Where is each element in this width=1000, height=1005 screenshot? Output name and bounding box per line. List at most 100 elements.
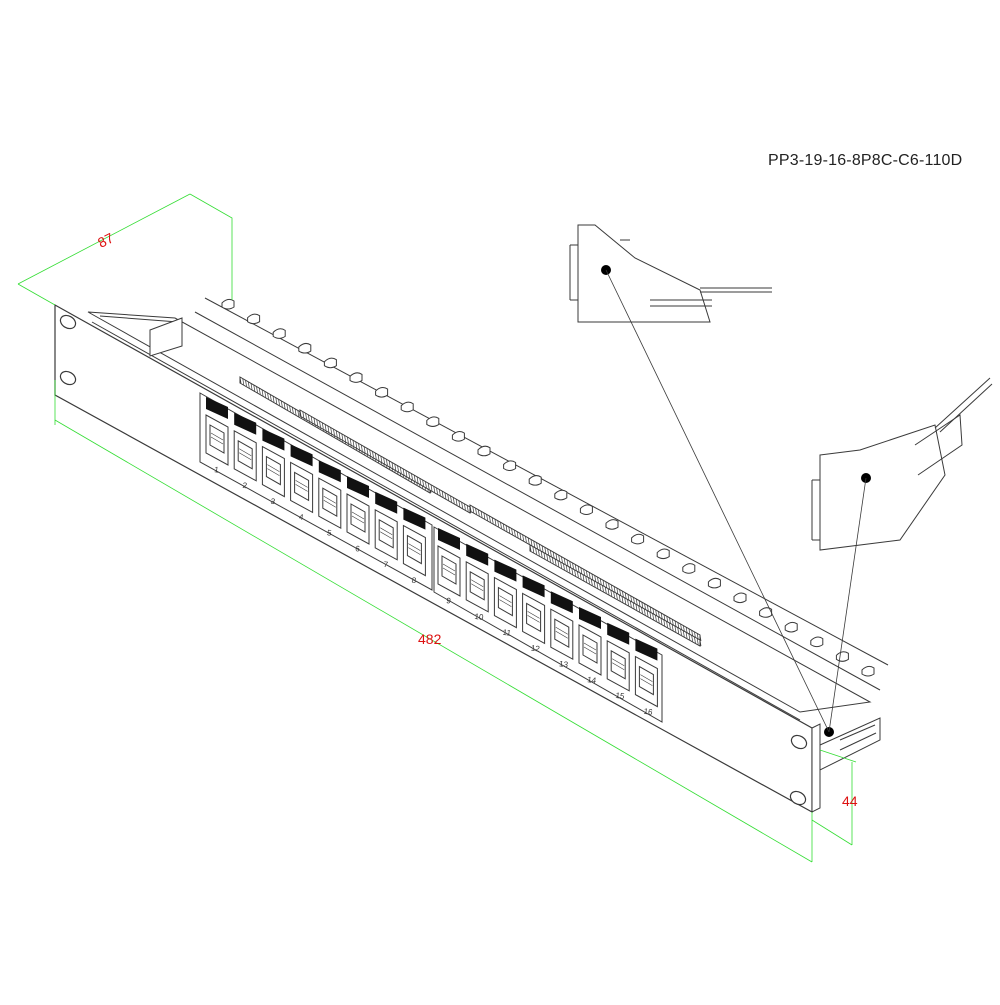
idc-contact (308, 414, 310, 421)
rj45-contacts (323, 499, 336, 508)
rj45-contacts (210, 436, 224, 445)
idc-contact (608, 583, 610, 590)
rj45-contacts (239, 452, 252, 461)
idc-contact (590, 579, 593, 586)
idc-contact (652, 608, 655, 615)
idc-contact (579, 572, 582, 580)
port-label-block (550, 591, 573, 614)
idc-contact (541, 545, 544, 552)
rj45-opening (582, 634, 598, 664)
idc-contact (591, 573, 594, 580)
idc-contact (535, 548, 537, 555)
idc-contact (366, 448, 369, 455)
idc-contact (610, 584, 613, 591)
rj45-contacts (640, 674, 653, 682)
port-number: 15 (615, 691, 626, 701)
idc-contact (622, 591, 624, 598)
idc-contact (494, 519, 497, 526)
module-detail-lower-slot (914, 414, 963, 476)
port-label-block (635, 638, 658, 661)
idc-contact (586, 570, 588, 577)
idc-contact (607, 588, 610, 595)
idc-contact (635, 604, 638, 611)
idc-contact (566, 559, 569, 566)
rj45-contacts (210, 432, 224, 441)
idc-contact (652, 613, 654, 620)
idc-contact (580, 567, 583, 574)
idc-contact (458, 500, 461, 507)
idc-contact (671, 619, 674, 626)
idc-contact (369, 449, 372, 456)
port-number: 4 (298, 512, 304, 522)
cable-slot (451, 431, 465, 442)
idc-contact (582, 574, 585, 581)
idc-contact (519, 533, 522, 540)
rj45-contacts (442, 563, 456, 572)
idc-contact (680, 629, 682, 636)
idc-contact (550, 550, 552, 557)
idc-contact (557, 560, 560, 567)
idc-contact (256, 386, 258, 393)
idc-contact (616, 593, 618, 600)
port-label-block (522, 575, 545, 598)
idc-contact (597, 576, 599, 584)
idc-contact (594, 575, 597, 582)
idc-contact (633, 597, 635, 604)
idc-contact (483, 512, 486, 519)
idc-contact (278, 399, 280, 406)
idc-contact (425, 481, 427, 488)
idc-contact (372, 451, 374, 458)
idc-contact (344, 435, 346, 442)
cable-slot (272, 328, 286, 339)
idc-contact (269, 394, 272, 401)
idc-contact (525, 536, 527, 543)
idc-contact (419, 478, 422, 485)
idc-contact (632, 602, 635, 609)
idc-contact (489, 515, 491, 523)
idc-contact (671, 624, 674, 631)
idc-contact (538, 549, 540, 556)
module-detail-lower (819, 424, 946, 551)
idc-contact (324, 424, 327, 431)
idc-contact (347, 436, 349, 444)
cable-slot (810, 636, 824, 648)
idc-contact (660, 613, 663, 620)
rj45-contacts (295, 484, 308, 492)
idc-contact (530, 539, 533, 546)
port-number: 8 (411, 576, 417, 586)
idc-contact (571, 568, 574, 575)
idc-contact (475, 508, 477, 515)
idc-contact (239, 376, 242, 384)
idc-contact (593, 580, 596, 587)
idc-contact (275, 397, 278, 404)
rj45-contacts (499, 595, 512, 603)
rj45-contacts (583, 642, 597, 651)
port-label-block (234, 412, 257, 435)
port-label-block (318, 460, 341, 483)
idc-contact (563, 558, 566, 565)
rj45-opening (526, 602, 542, 633)
idc-contact (452, 497, 455, 504)
port-label-block (375, 491, 398, 514)
model-code-label: PP3-19-16-8P8C-C6-110D (768, 152, 963, 169)
idc-contact (533, 540, 536, 548)
idc-contact (558, 555, 561, 562)
idc-contact (565, 565, 568, 572)
idc-contact (261, 389, 264, 396)
idc-contact (638, 605, 641, 612)
idc-contact (358, 443, 360, 450)
idc-contact (568, 566, 571, 573)
idc-contact (613, 586, 616, 593)
port-label-block (347, 476, 369, 498)
height-extension-bottom (811, 819, 853, 846)
rj45-contacts (351, 515, 365, 524)
rj45-contacts (612, 658, 625, 667)
rj45-opening (237, 439, 253, 470)
mounting-hole (59, 370, 77, 386)
port-number: 12 (530, 643, 541, 653)
idc-contact (577, 571, 579, 578)
idc-contact (253, 384, 256, 392)
cable-bar-front-edge (194, 311, 881, 691)
height-dimension-label: 44 (842, 793, 858, 809)
